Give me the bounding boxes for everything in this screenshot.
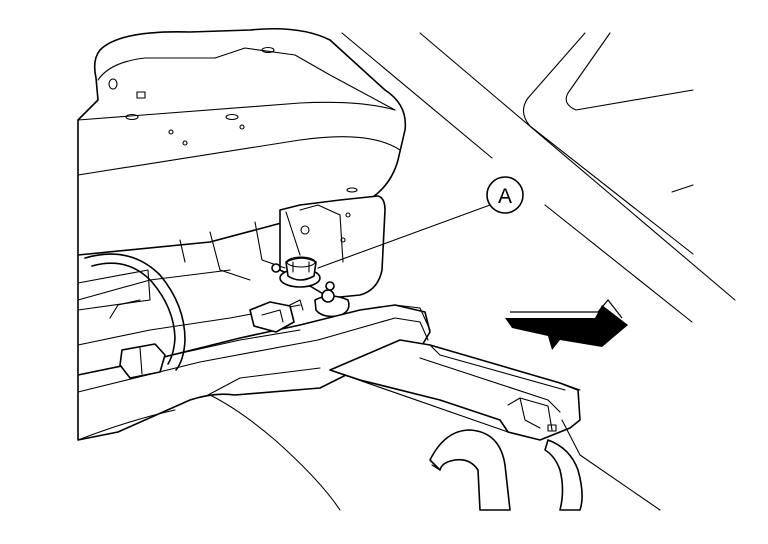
- seat-cushion: [77, 27, 407, 256]
- connector: [249, 299, 304, 333]
- callout-a: A: [317, 176, 524, 269]
- extension-rail: [329, 339, 581, 441]
- body-panel-lines: [341, 32, 736, 323]
- bolt-a: [271, 256, 350, 318]
- wire-harness: [84, 253, 186, 379]
- callout-label: A: [498, 185, 512, 208]
- floor-tunnel: [77, 394, 661, 511]
- direction-arrow-icon: [505, 299, 628, 350]
